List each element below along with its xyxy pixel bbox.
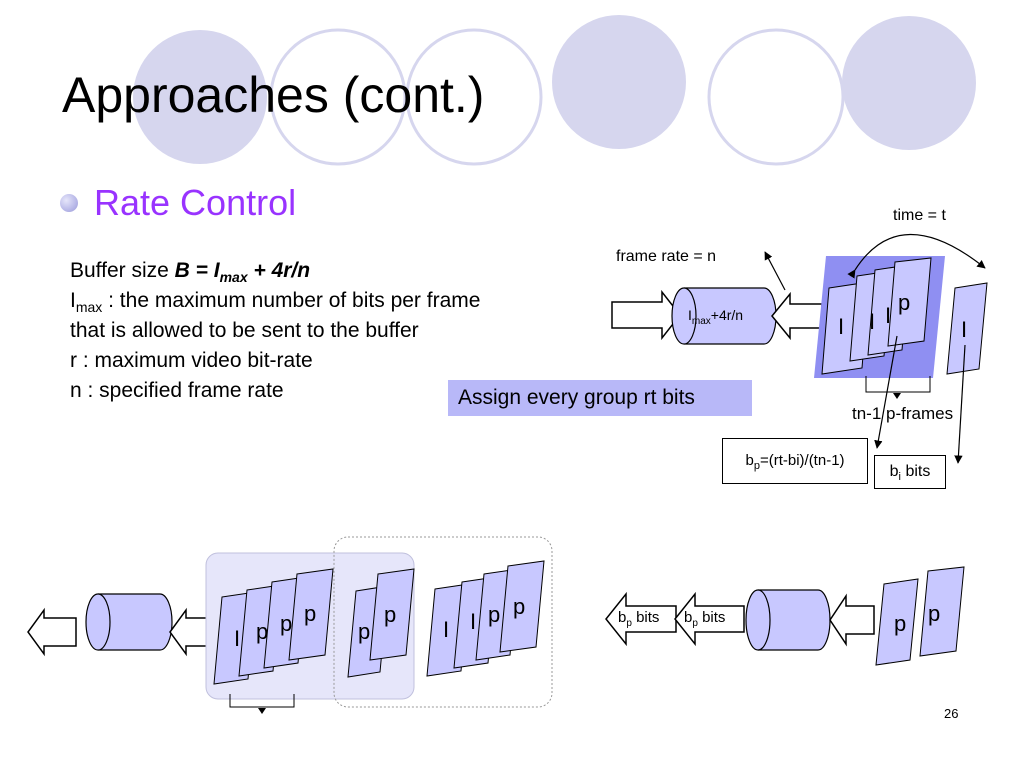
bp-bits-rest: bits	[697, 609, 726, 626]
lower-frames-group-3	[426, 560, 545, 677]
buffer-formula-tail: + 4r/n	[247, 259, 311, 282]
r-line: r : maximum video bit-rate	[70, 349, 313, 372]
bp-formula-sub: p	[753, 460, 760, 472]
decor-circle-outline-3	[707, 28, 845, 166]
decor-circle-filled-2	[552, 15, 686, 149]
frame-label-I: I	[838, 314, 845, 339]
imax-line: Imax : the maximum number of bits per fr…	[70, 286, 480, 316]
p-frames-label: tn-1 p-frames	[852, 404, 954, 423]
buffer-capacity-rest: +4r/n	[710, 307, 744, 323]
imax-sub: max	[75, 299, 103, 316]
buffer-formula-sub: max	[219, 269, 248, 286]
lower-frame-label-p: p	[304, 601, 317, 626]
frame-rate-label: frame rate = n	[616, 248, 717, 265]
lower-frames-group-1	[213, 568, 334, 685]
decor-circle-outline-2	[405, 28, 543, 166]
bp-formula-rest: =(rt-bi)/(tn-1)	[759, 452, 845, 469]
bp-bits-label-2: bp bits	[684, 609, 725, 629]
right-frame-label-p: p	[928, 601, 941, 626]
assign-bits-label: Assign every group rt bits	[448, 380, 752, 416]
frame-stack-top	[821, 257, 932, 375]
lower-frame-label-p: p	[256, 619, 269, 644]
bp-bits-main: b	[618, 609, 627, 626]
frame-label-I: I	[885, 303, 892, 328]
lower-brace	[229, 694, 295, 708]
decor-circle-filled-3	[842, 16, 976, 150]
lower-frame-label-p: p	[513, 594, 526, 619]
lower-frames-group-2	[347, 568, 415, 678]
buffer-capacity-main: I	[688, 307, 692, 323]
lower-brace-tick-icon	[258, 708, 266, 714]
buffer-capacity-sub: max	[691, 315, 711, 327]
lower-frame-label-I: I	[234, 626, 241, 651]
lower-frame-label-p: p	[384, 602, 397, 627]
bi-main: b	[889, 463, 899, 480]
i-to-bi-arrow	[954, 344, 966, 464]
right-frame-stack	[875, 566, 965, 666]
bp-bits-label-1: bp bits	[618, 609, 659, 629]
right-buffer-cylinder	[745, 589, 831, 651]
decor-circle-outline-1	[269, 28, 407, 166]
time-label: time = t	[893, 207, 946, 224]
imax-line-2: that is allowed to be sent to the buffer	[70, 319, 419, 342]
n-line: n : specified frame rate	[70, 379, 284, 402]
bullet-heading: Rate Control	[94, 182, 297, 223]
bp-bits-main: b	[684, 609, 693, 626]
decor-circle-filled-1	[133, 30, 267, 164]
buffer-cylinder	[671, 287, 777, 345]
imax-symbol: I	[70, 289, 76, 312]
lower-frame-label-p: p	[488, 602, 501, 627]
frame-label-I: I	[869, 309, 876, 334]
brace-tick-icon	[893, 393, 901, 399]
buffer-capacity-label: Imax+4r/n	[688, 307, 743, 327]
bp-bits-arrow-2	[674, 591, 745, 647]
buffer-size-line: Buffer size B = Imax + 4r/n	[70, 256, 480, 286]
lower-output-arrow-icon	[27, 607, 77, 657]
bullet-icon	[60, 194, 78, 212]
bp-formula-box: bp=(rt-bi)/(tn-1)	[722, 438, 868, 484]
lower-frame-label-I: I	[443, 617, 450, 642]
bp-bits-arrow-1	[605, 591, 677, 647]
input-arrow-icon	[771, 291, 823, 341]
bp-formula-main: b	[745, 452, 754, 469]
time-arc-arrow	[847, 233, 986, 279]
imax-text: : the maximum number of bits per frame	[102, 289, 481, 312]
next-frame-label-I: I	[961, 317, 968, 342]
lower-buffer-cylinder	[85, 593, 173, 651]
bi-bits-box: bi bits	[874, 455, 946, 489]
lower-frame-label-I: I	[470, 609, 477, 634]
buffer-formula-head: B = I	[174, 259, 220, 282]
right-frame-label-p: p	[894, 611, 907, 636]
lower-frame-label-p: p	[358, 619, 371, 644]
slide-number: 26	[944, 706, 959, 721]
next-i-frame	[946, 282, 988, 375]
right-input-arrow-icon	[829, 593, 875, 647]
output-arrow-icon	[611, 289, 681, 341]
lower-frame-label-p: p	[280, 611, 293, 636]
buffer-size-label: Buffer size	[70, 259, 175, 282]
bi-rest: bits	[901, 463, 931, 480]
bp-bits-sub: p	[626, 618, 632, 629]
p-frames-brace	[865, 376, 931, 393]
bp-bits-sub: p	[692, 618, 698, 629]
bp-bits-rest: bits	[631, 609, 660, 626]
frame-rate-arrow	[764, 251, 786, 291]
description-block: Buffer size B = Imax + 4r/n Imax : the m…	[70, 256, 480, 406]
p-to-bp-arrow	[874, 335, 898, 449]
bi-sub: i	[898, 471, 901, 484]
frame-label-p: p	[898, 290, 911, 315]
slide-title: Approaches (cont.)	[62, 67, 485, 123]
